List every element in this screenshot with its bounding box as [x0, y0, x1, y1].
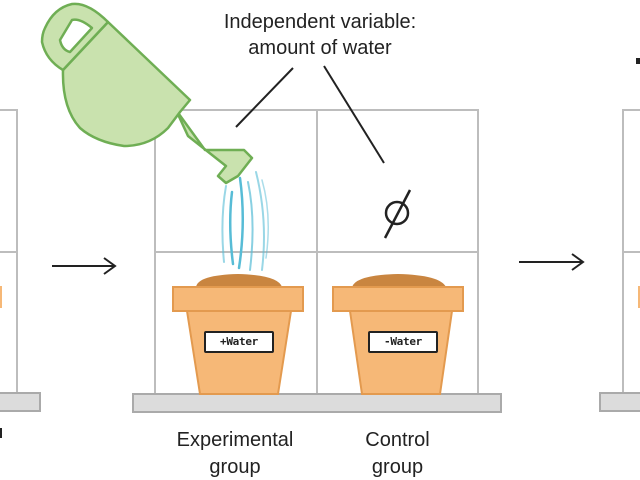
- water-stream-icon: [221, 171, 269, 271]
- control-pot-label: -Water: [368, 331, 438, 353]
- watering-can-icon: [40, 2, 254, 185]
- independent-variable-subtitle: amount of water: [248, 37, 392, 59]
- experimental-group-label-line2: group: [209, 456, 261, 478]
- arrow-right-icon: [519, 253, 585, 271]
- control-group-label: Control: [365, 429, 430, 451]
- arrow-left-icon: [52, 257, 117, 275]
- previous-step-panel: [0, 109, 41, 438]
- experimental-pot-label: +Water: [204, 331, 274, 353]
- null-symbol-icon: [383, 189, 412, 239]
- experimental-group-label: Experimental: [176, 429, 294, 451]
- next-step-panel: [599, 58, 640, 412]
- shelf: [132, 393, 502, 413]
- control-group-label-line2: group: [371, 456, 424, 478]
- independent-variable-title: Independent variable:: [223, 11, 417, 33]
- annotation-pointers: [235, 65, 385, 164]
